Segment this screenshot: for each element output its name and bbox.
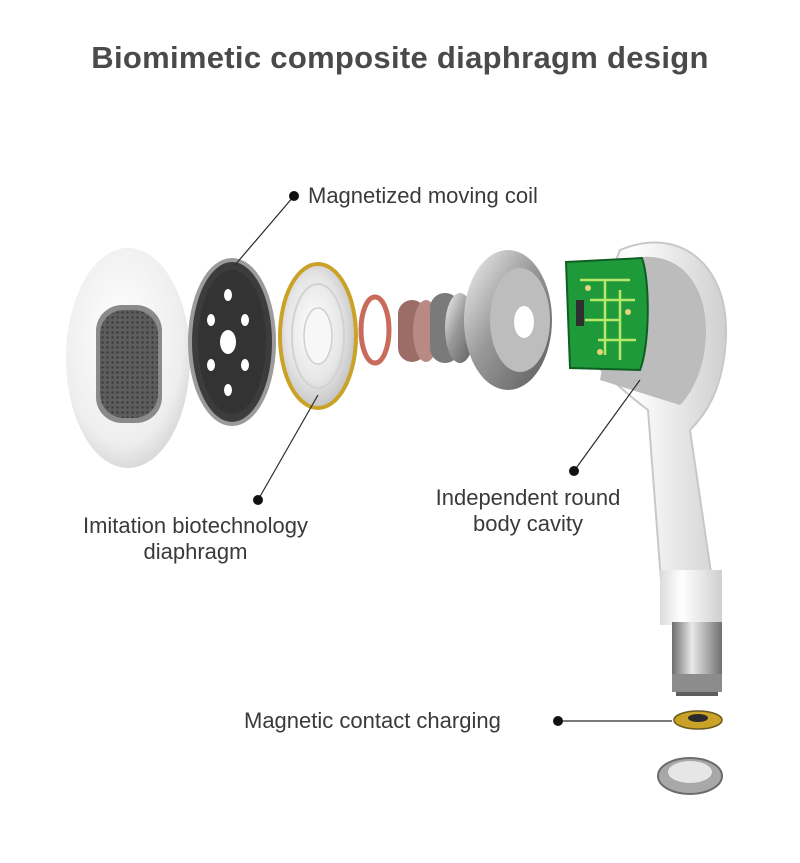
page-title: Biomimetic composite diaphragm design — [91, 40, 709, 75]
label-independent-round-body-cavity: Independent round body cavity — [410, 485, 646, 537]
label-magnetic-contact-charging: Magnetic contact charging — [244, 708, 501, 733]
stem-connector — [672, 622, 722, 696]
diaphragm-label-line1: Imitation biotechnology — [82, 513, 309, 538]
cavity-callout-dot — [569, 466, 579, 476]
coil-callout-dot — [289, 191, 299, 201]
callout-lines — [234, 191, 672, 726]
label-imitation-biotechnology-diaphragm: Imitation biotechnology diaphragm — [58, 513, 333, 565]
metal-plate — [188, 258, 276, 426]
charging-base — [657, 757, 723, 795]
charging-callout-dot — [553, 716, 563, 726]
coil-ring — [358, 294, 392, 366]
metal-cup — [464, 250, 552, 390]
label-magnetized-moving-coil: Magnetized moving coil — [308, 183, 538, 208]
pcb-board — [564, 256, 649, 372]
cavity-label-line1: Independent round — [435, 485, 621, 510]
charging-contact — [673, 710, 723, 730]
diaphragm-label-line2: diaphragm — [143, 539, 248, 564]
earbud-front-shell — [66, 248, 190, 468]
diaphragm-callout-dot — [253, 495, 263, 505]
cavity-label-line2: body cavity — [472, 511, 584, 536]
diaphragm-part — [278, 262, 358, 410]
